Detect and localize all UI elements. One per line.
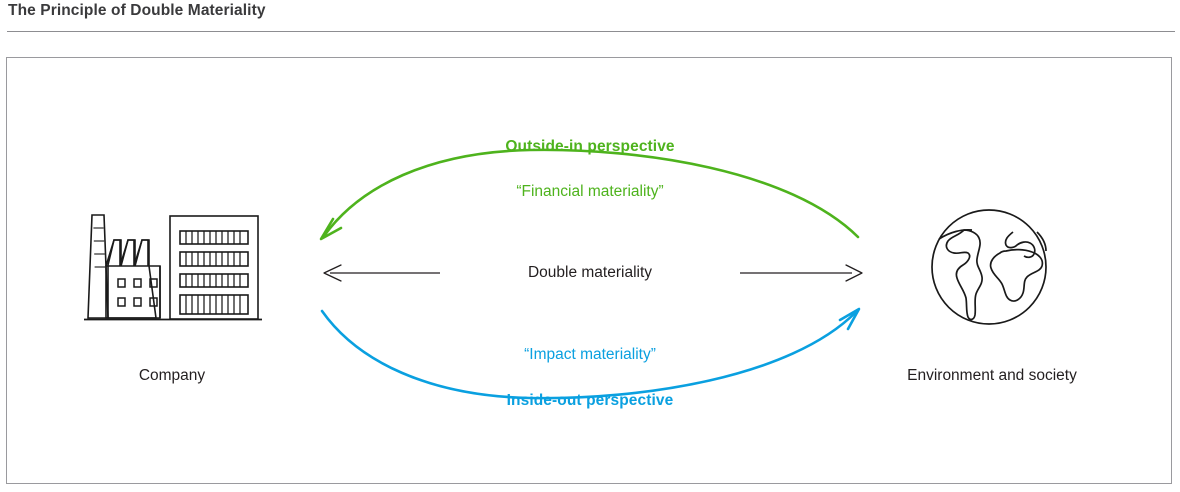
company-label: Company	[138, 367, 206, 384]
financial-materiality-label: “Financial materiality”	[516, 183, 664, 200]
inside-out-perspective-label: Inside-out perspective	[506, 392, 674, 409]
page-title: The Principle of Double Materiality	[8, 2, 266, 19]
environment-and-society-label: Environment and society	[907, 367, 1077, 384]
impact-materiality-label: “Impact materiality”	[524, 346, 656, 363]
outside-in-perspective-label: Outside-in perspective	[505, 138, 675, 155]
title-divider	[7, 31, 1175, 32]
double-materiality-label: Double materiality	[440, 262, 740, 284]
